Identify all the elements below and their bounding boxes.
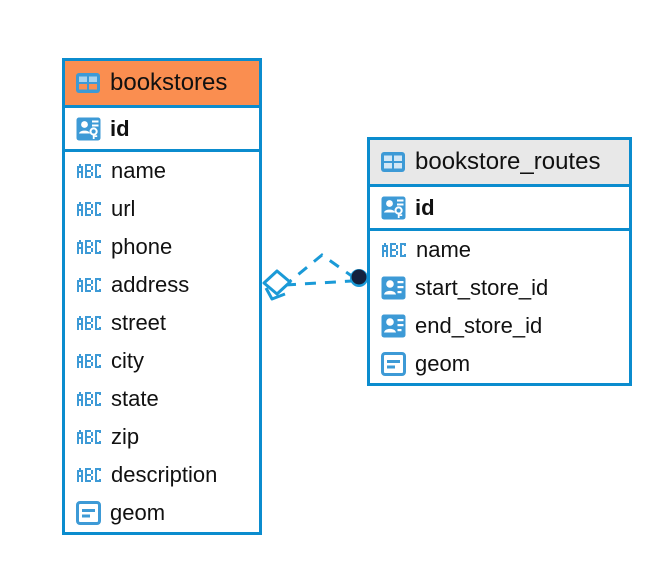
field-label: geom	[110, 500, 166, 525]
field-row-zip[interactable]: zip	[65, 418, 259, 456]
abc-text-icon	[75, 424, 102, 450]
field-label: url	[111, 196, 136, 221]
field-label: state	[111, 386, 159, 411]
abc-text-icon	[75, 158, 102, 184]
field-label: name	[416, 237, 472, 262]
field-row-geom[interactable]: geom	[65, 494, 259, 532]
field-row-phone[interactable]: phone	[65, 228, 259, 266]
field-label: zip	[111, 424, 140, 449]
abc-text-icon	[75, 462, 102, 488]
relationship-lines	[282, 253, 357, 289]
table-icon	[75, 70, 101, 96]
field-row-id[interactable]: id	[370, 187, 629, 231]
abc-text-icon	[75, 348, 102, 374]
field-label: city	[111, 348, 144, 373]
entity-header-bookstore-routes[interactable]: bookstore_routes	[370, 140, 629, 187]
table-icon	[380, 149, 406, 175]
abc-text-icon	[75, 386, 102, 412]
geometry-icon	[380, 351, 406, 377]
field-row-address[interactable]: address	[65, 266, 259, 304]
field-row-id[interactable]: id	[65, 108, 259, 152]
relationship-line-lower	[284, 279, 353, 287]
entity-title: bookstore_routes	[415, 148, 601, 175]
field-row-end-store-id[interactable]: end_store_id	[370, 307, 629, 345]
primary-key-icon	[380, 195, 406, 221]
foreign-key-icon	[380, 313, 406, 339]
primary-key-icon	[75, 116, 101, 142]
relationship-line-upper	[282, 253, 357, 289]
field-row-description[interactable]: description	[65, 456, 259, 494]
field-row-name[interactable]: name	[370, 231, 629, 269]
entity-title: bookstores	[110, 69, 228, 96]
field-label: description	[111, 462, 218, 487]
field-label: geom	[415, 351, 471, 376]
geometry-icon	[75, 500, 101, 526]
field-label: address	[111, 272, 190, 297]
entity-header-bookstores[interactable]: bookstores	[65, 61, 259, 108]
field-label: id	[415, 194, 435, 220]
field-label: end_store_id	[415, 313, 543, 338]
entity-bookstores[interactable]: bookstores id	[62, 58, 262, 535]
field-label: phone	[111, 234, 173, 259]
field-row-state[interactable]: state	[65, 380, 259, 418]
foreign-key-icon	[380, 275, 406, 301]
field-row-geom[interactable]: geom	[370, 345, 629, 383]
field-row-street[interactable]: street	[65, 304, 259, 342]
field-label: street	[111, 310, 167, 335]
abc-text-icon	[75, 272, 102, 298]
abc-text-icon	[75, 310, 102, 336]
relationship-source-diamond	[262, 269, 292, 301]
field-label: name	[111, 158, 167, 183]
abc-text-icon	[75, 234, 102, 260]
field-row-city[interactable]: city	[65, 342, 259, 380]
field-label: id	[110, 115, 130, 141]
relationship-target-dot	[350, 269, 368, 287]
abc-text-icon	[75, 196, 102, 222]
abc-text-icon	[380, 237, 407, 263]
field-label: start_store_id	[415, 275, 549, 300]
field-row-start-store-id[interactable]: start_store_id	[370, 269, 629, 307]
field-row-name[interactable]: name	[65, 152, 259, 190]
entity-bookstore-routes[interactable]: bookstore_routes id	[367, 137, 632, 386]
field-row-url[interactable]: url	[65, 190, 259, 228]
